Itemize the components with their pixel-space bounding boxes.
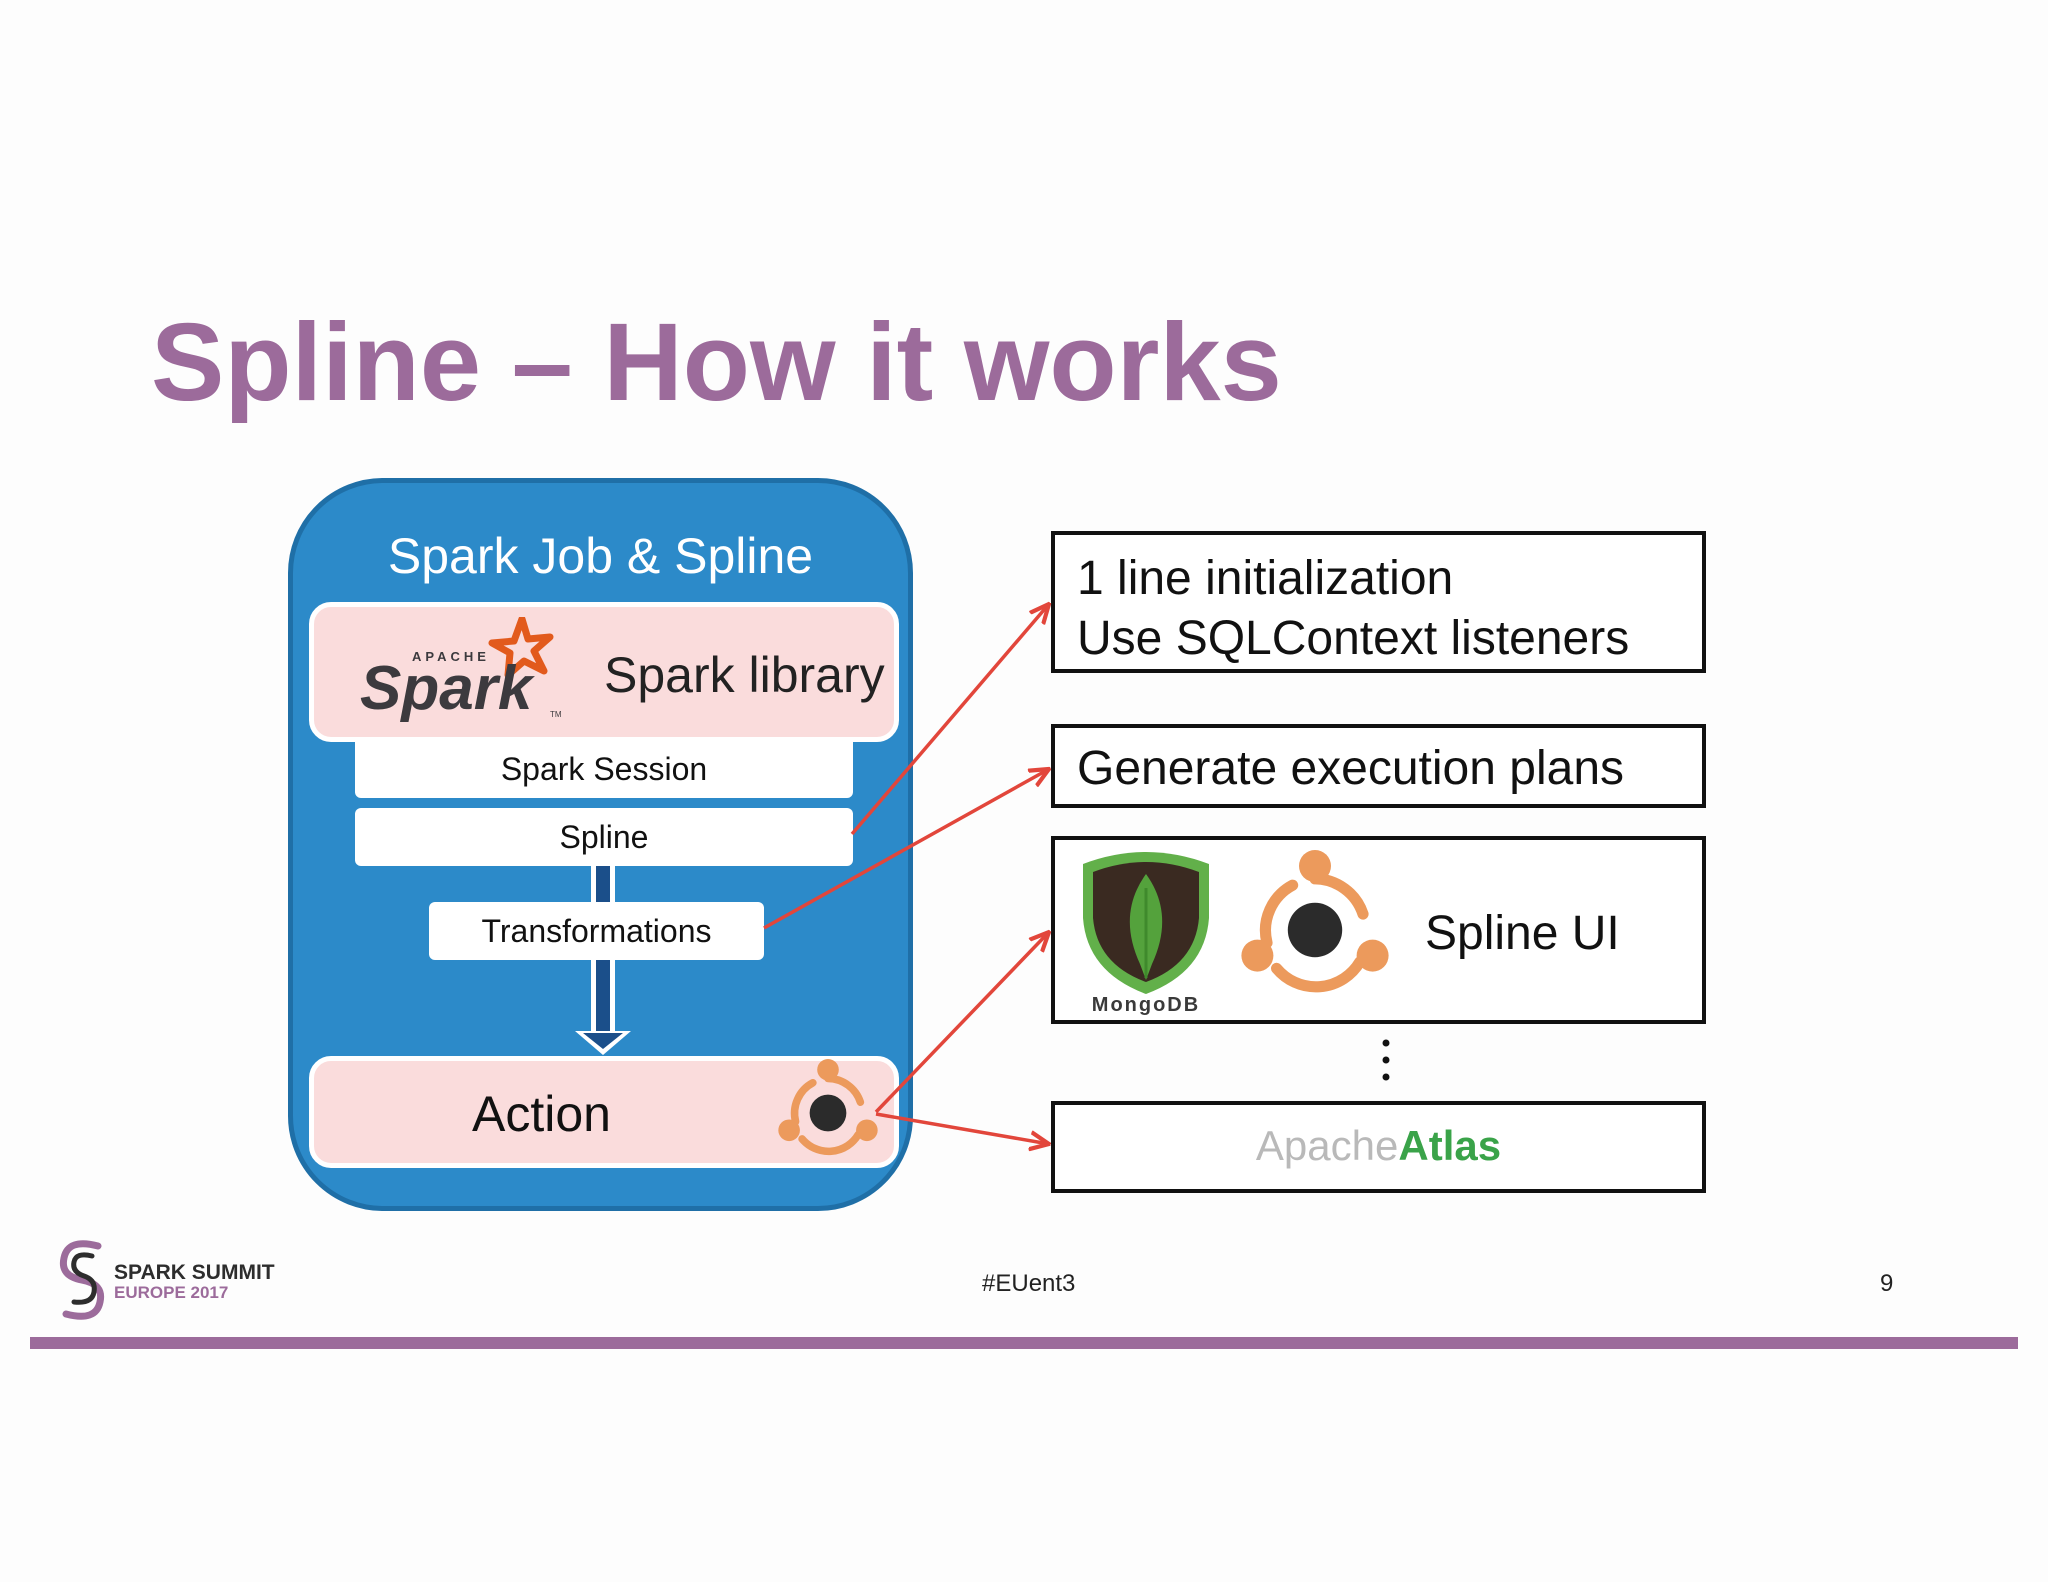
vertical-ellipsis-icon: [1382, 1039, 1390, 1081]
spline-ui-label: Spline UI: [1425, 907, 1620, 960]
spline-ui-box: MongoDB Spline UI: [1051, 836, 1706, 1024]
apache-spark-logo-icon: APACHE Spark TM: [360, 617, 562, 723]
initialization-box: 1 line initialization Use SQLContext lis…: [1051, 531, 1706, 673]
transformations-bar: Transformations: [429, 902, 764, 960]
spark-summit-logo-icon: [59, 1240, 105, 1320]
spline-logo-icon: [778, 1059, 878, 1156]
spark-logo-top-text: APACHE: [412, 649, 490, 664]
spline-bar: Spline: [355, 808, 853, 866]
page-number: 9: [1880, 1270, 1894, 1297]
spark-library-label: Spark library: [604, 647, 885, 703]
slide-title: Spline – How it works: [151, 301, 1282, 424]
job-panel-title: Spark Job & Spline: [387, 528, 814, 584]
spark-logo-wordmark: Spark: [360, 654, 536, 723]
arrow-action-to-atlas: [875, 1112, 1049, 1144]
apache-atlas-logo: ApacheAtlas: [1055, 1125, 1702, 1167]
apache-atlas-box: ApacheAtlas: [1051, 1101, 1706, 1193]
execution-plans-box: Generate execution plans: [1051, 724, 1706, 808]
spark-library-box: APACHE Spark TM Spark library: [309, 602, 899, 742]
spark-summit-title: SPARK SUMMIT: [114, 1261, 275, 1284]
action-label: Action: [472, 1086, 611, 1142]
spline-ui-logo-icon: [1241, 850, 1389, 993]
initialization-line-2: Use SQLContext listeners: [1077, 612, 1630, 665]
mongodb-leaf-icon: [1083, 852, 1209, 994]
spark-session-bar: Spark Session: [355, 740, 853, 798]
initialization-line-1: 1 line initialization: [1077, 552, 1454, 605]
spark-job-panel: Spark Job & Spline APACHE Spark TM Spark…: [288, 478, 913, 1211]
mongodb-wordmark: MongoDB: [1091, 994, 1201, 1016]
execution-plans-label: Generate execution plans: [1077, 742, 1625, 795]
atlas-word-apache: Apache: [1255, 1122, 1399, 1169]
event-hashtag: #EUent3: [982, 1270, 1076, 1297]
atlas-word-atlas: Atlas: [1398, 1122, 1502, 1169]
arrow-transformations-to-plans: [763, 769, 1049, 930]
footer-rule: [30, 1337, 2018, 1349]
spark-logo-trademark: TM: [550, 710, 562, 719]
arrow-spline-to-initialization: [850, 604, 1049, 836]
spark-summit-subtitle: EUROPE 2017: [114, 1283, 229, 1302]
arrow-action-to-spline-ui: [874, 932, 1049, 1114]
action-box: Action: [309, 1056, 899, 1168]
